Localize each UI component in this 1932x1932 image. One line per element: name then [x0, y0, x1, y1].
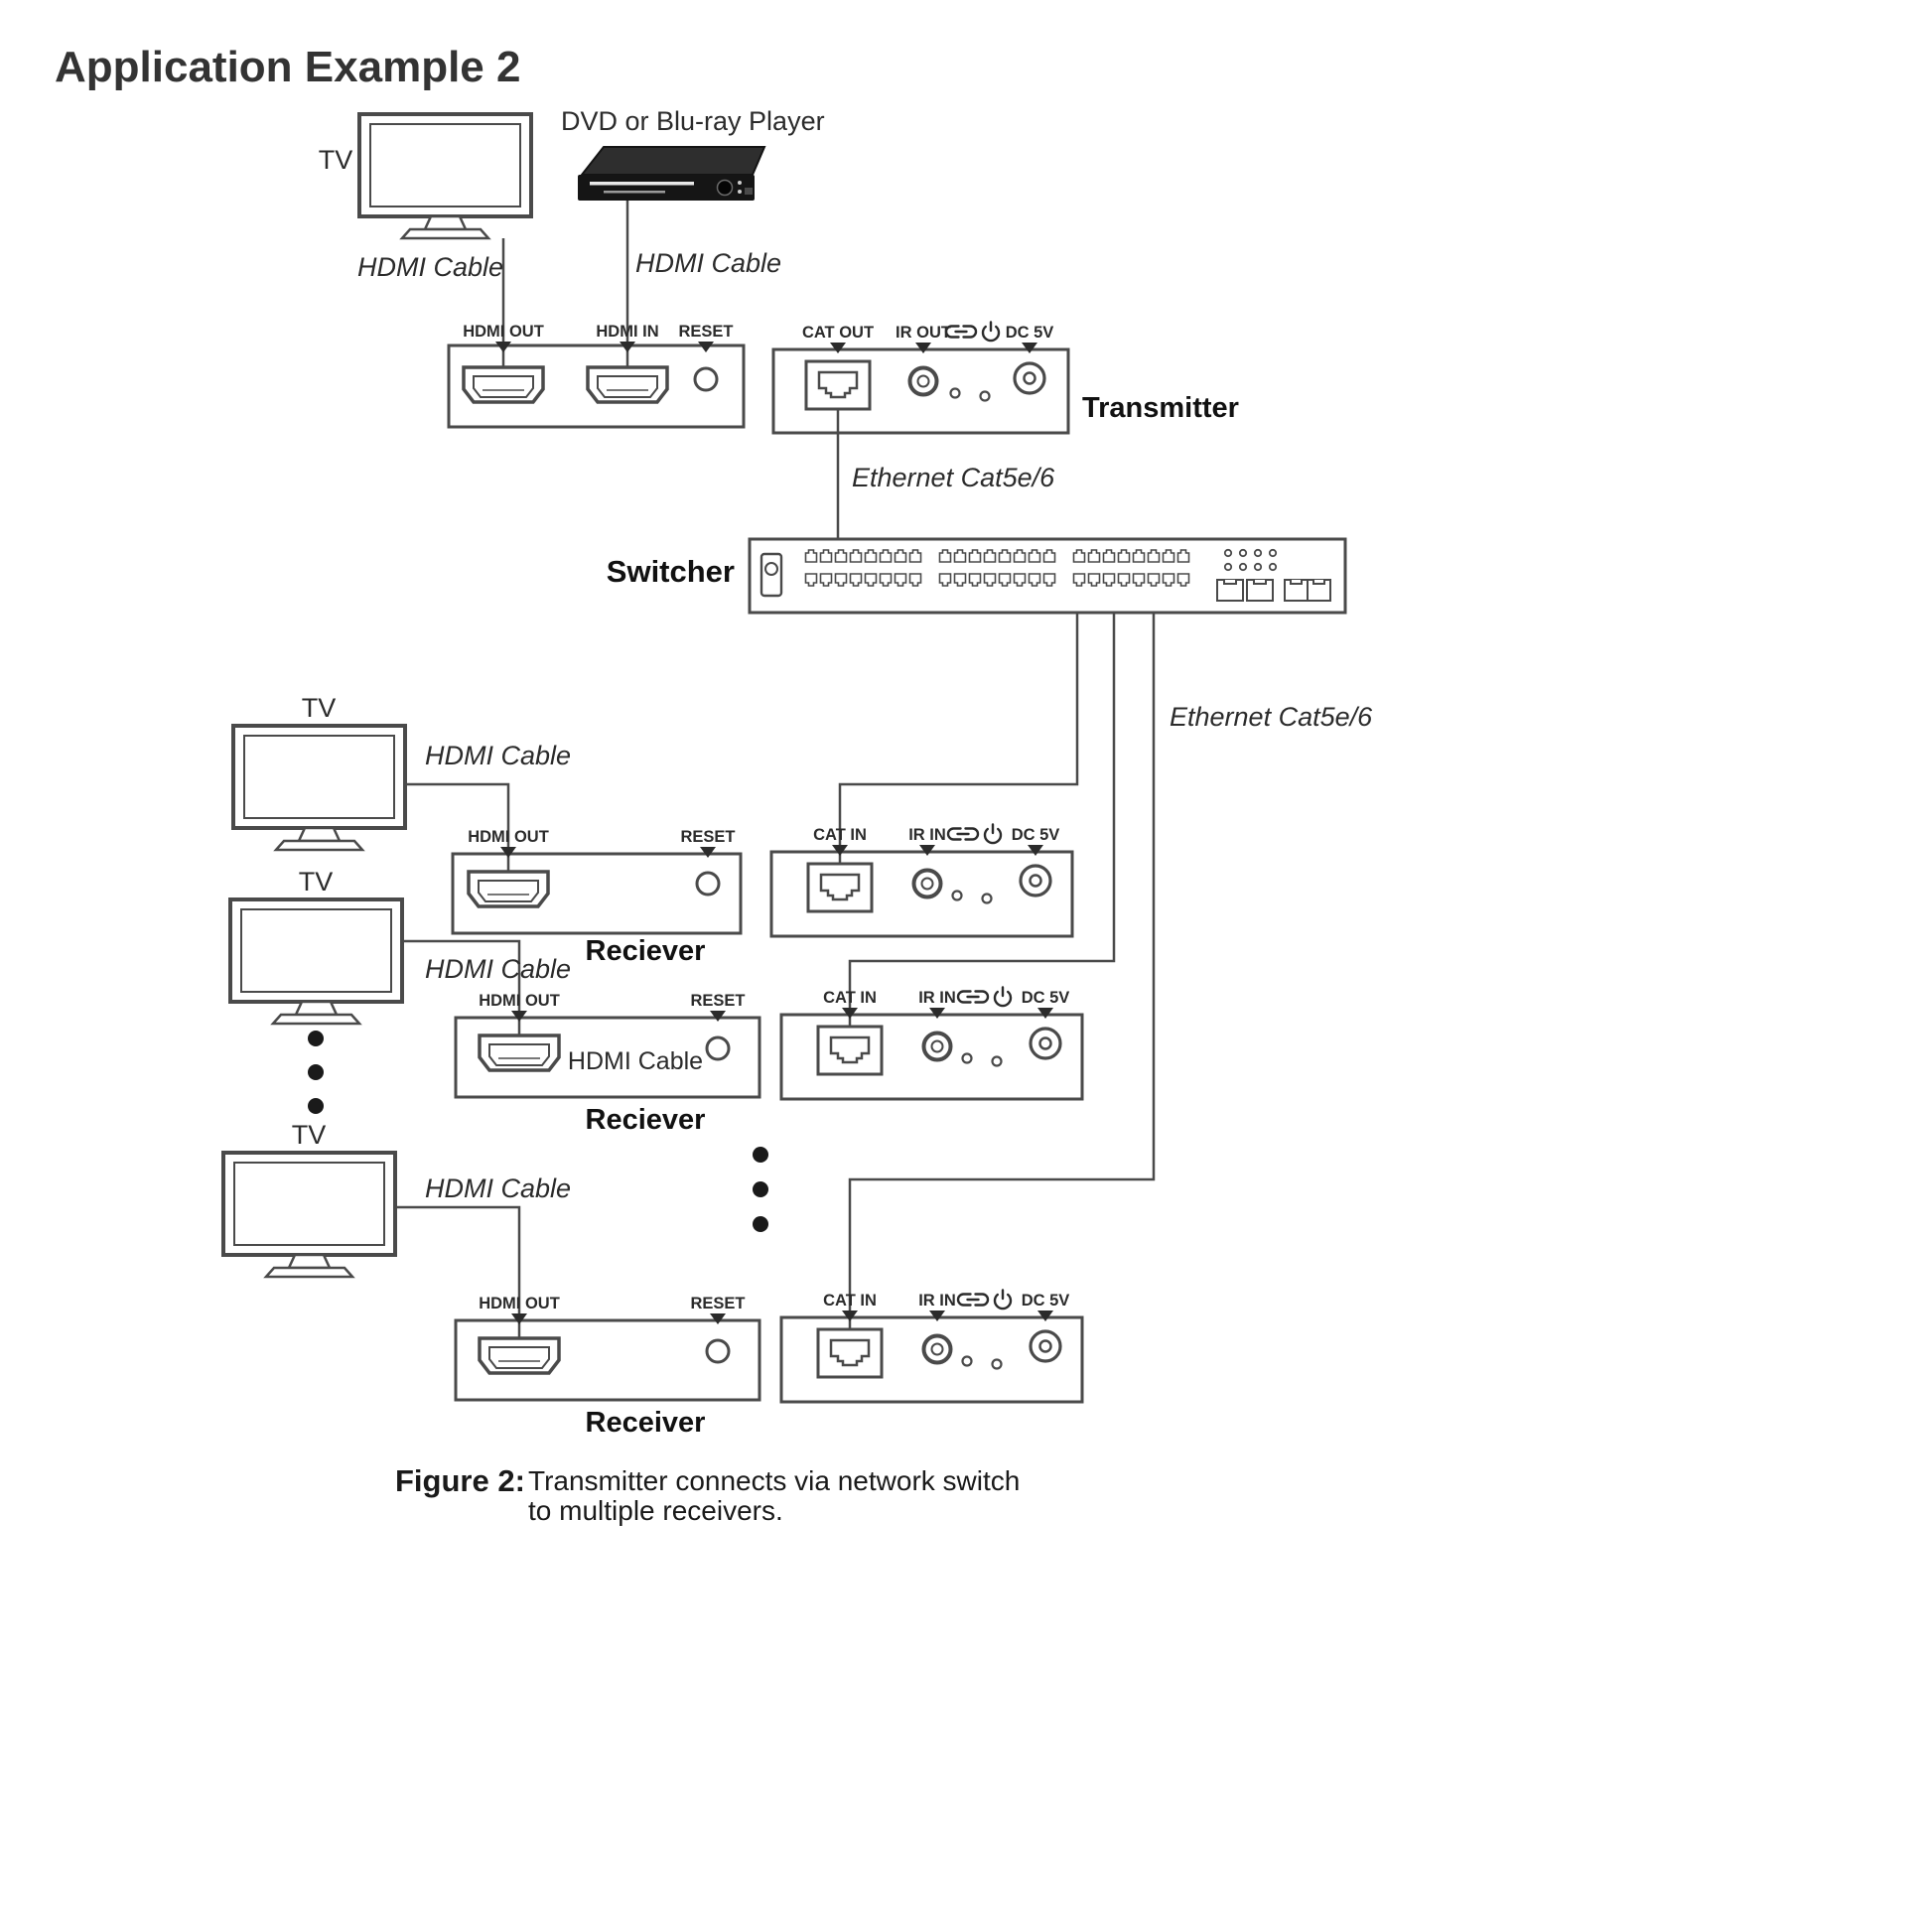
receiver-3-ir-in-label: IR IN [918, 1292, 956, 1310]
receiver-2-hdmi-out-port [478, 1034, 561, 1072]
hdmi-cable-label-4: HDMI Cable [425, 954, 571, 984]
power-icon [983, 823, 1003, 845]
transmitter-ir-out-jack [907, 365, 939, 397]
switcher-uplink-ports [1216, 579, 1331, 602]
cable-switcher-to-receiver2 [848, 613, 1116, 1027]
power-icon [981, 321, 1001, 343]
figure-caption-label: Figure 2: [395, 1463, 525, 1498]
page-title: Application Example 2 [55, 43, 520, 91]
receiver-3-ir-in-jack [921, 1333, 953, 1365]
transmitter-dc-jack [1013, 361, 1046, 395]
receiver-2-dc-jack [1029, 1027, 1062, 1060]
transmitter-hdmi-out-port [462, 365, 545, 404]
figure-caption-line1: Transmitter connects via network switch [528, 1465, 1020, 1496]
receiver-2-reset-label: RESET [690, 992, 745, 1010]
transmitter-hdmi-in-port [586, 365, 669, 404]
receiver-1-name: Reciever [586, 935, 706, 967]
ir-link-icon [956, 990, 990, 1004]
power-icon [993, 1289, 1013, 1311]
receiver-3-name: Receiver [586, 1407, 706, 1439]
tv-4 [221, 1151, 397, 1279]
ethernet-label-1: Ethernet Cat5e/6 [852, 463, 1055, 492]
receiver-2-name: Reciever [586, 1104, 706, 1136]
ellipsis-dots-middle [753, 1147, 768, 1232]
switcher-name: Switcher [607, 554, 735, 589]
tv-3 [228, 897, 404, 1026]
receiver-1-ir-in-jack [911, 868, 943, 899]
ethernet-label-2: Ethernet Cat5e/6 [1170, 702, 1373, 732]
receiver-3-dc-jack [1029, 1329, 1062, 1363]
network-switcher [748, 537, 1347, 615]
receiver-1-cat-in-port [806, 862, 874, 913]
transmitter-hdmi-in-label: HDMI IN [596, 323, 658, 341]
tv-4-label: TV [292, 1120, 327, 1150]
hdmi-cable-label-5: HDMI Cable [425, 1173, 571, 1203]
receiver-1-dc5v-label: DC 5V [1012, 826, 1060, 844]
switcher-port-group-3 [1072, 548, 1191, 588]
receiver-1-dc-jack [1019, 864, 1052, 897]
transmitter-name: Transmitter [1082, 392, 1239, 424]
dvd-player-icon [577, 146, 765, 202]
cable-tv4-to-receiver3 [395, 1205, 521, 1337]
transmitter-ir-out-label: IR OUT [896, 324, 951, 342]
receiver-2-cat-in-port [816, 1025, 884, 1076]
receiver-1-hdmi-out-label: HDMI OUT [468, 828, 549, 846]
dvd-player-label: DVD or Blu-ray Player [561, 106, 825, 136]
receiver-1-reset-label: RESET [680, 828, 735, 846]
tv-2-label: TV [302, 693, 337, 723]
receiver-1-ir-in-label: IR IN [908, 826, 946, 844]
receiver-2-cat-in-label: CAT IN [823, 989, 877, 1007]
transmitter-dc5v-label: DC 5V [1006, 324, 1054, 342]
receiver-3-dc5v-label: DC 5V [1022, 1292, 1070, 1310]
receiver-2-ir-in-jack [921, 1031, 953, 1062]
hdmi-cable-label-2: HDMI Cable [635, 248, 781, 278]
tv-3-label: TV [299, 867, 334, 897]
receiver-1-hdmi-out-port [467, 870, 550, 908]
receiver-3-reset-button [705, 1338, 731, 1364]
ir-link-icon [946, 827, 980, 841]
receiver-2-reset-button [705, 1035, 731, 1061]
receiver-2-hdmi-out-label: HDMI OUT [479, 992, 560, 1010]
transmitter-reset-button [693, 366, 719, 392]
power-icon [993, 986, 1013, 1008]
switcher-led-dots [1223, 548, 1278, 572]
hdmi-cable-label-1: HDMI Cable [357, 252, 503, 282]
receiver-3-reset-label: RESET [690, 1295, 745, 1312]
ellipsis-dots-left [308, 1031, 324, 1114]
receiver-2-dc5v-label: DC 5V [1022, 989, 1070, 1007]
transmitter-reset-label: RESET [678, 323, 733, 341]
cable-switcher-to-receiver1 [838, 613, 1079, 864]
cable-tv2-to-receiver1 [405, 782, 510, 871]
figure-caption-line2: to multiple receivers. [528, 1495, 783, 1526]
tv-2 [231, 724, 407, 852]
receiver-2-ir-in-label: IR IN [918, 989, 956, 1007]
receiver-3-cat-in-port [816, 1327, 884, 1379]
receiver-1-reset-button [695, 871, 721, 897]
hdmi-cable-label-3: HDMI Cable [425, 741, 571, 770]
transmitter-hdmi-out-label: HDMI OUT [463, 323, 544, 341]
ir-link-icon [956, 1293, 990, 1307]
switcher-port-group-1 [804, 548, 923, 588]
receiver-1-cat-in-label: CAT IN [813, 826, 867, 844]
receiver-3-hdmi-out-label: HDMI OUT [479, 1295, 560, 1312]
hdmi-cable-label-inline: HDMI Cable [568, 1047, 703, 1075]
receiver-3-cat-in-label: CAT IN [823, 1292, 877, 1310]
receiver-3-hdmi-out-port [478, 1336, 561, 1375]
transmitter-cat-out-port [804, 359, 872, 411]
cable-switcher-to-receiver3 [848, 613, 1156, 1329]
switcher-port-group-2 [938, 548, 1057, 588]
transmitter-cat-out-label: CAT OUT [802, 324, 874, 342]
cable-tv3-to-receiver2 [402, 939, 521, 1035]
tv-1-label: TV [319, 145, 353, 175]
tv-1 [357, 112, 533, 240]
